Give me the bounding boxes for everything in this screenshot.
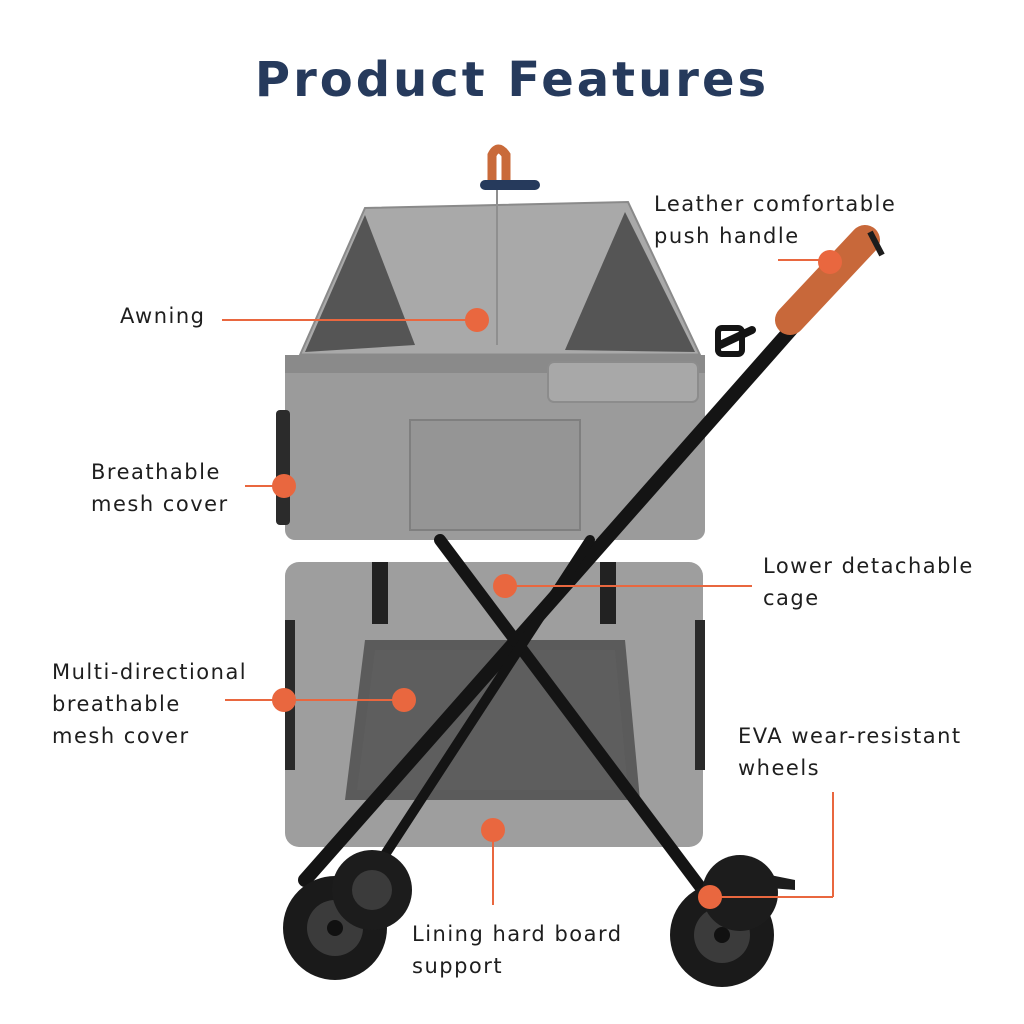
awning-marker-dot <box>465 308 489 332</box>
handle-marker-dot <box>818 250 842 274</box>
lining-marker-dot <box>481 818 505 842</box>
wheels-marker-dot <box>698 885 722 909</box>
wheels <box>283 850 795 987</box>
label-breathable-mesh: Breathable mesh cover <box>91 460 229 516</box>
label-push-handle: Leather comfortable push handle <box>654 192 897 248</box>
push-handle <box>775 225 885 335</box>
lower-cage <box>285 562 705 847</box>
multi-mesh-marker-dot-left <box>272 688 296 712</box>
stroller-frame <box>298 318 802 906</box>
label-lining: Lining hard board support <box>412 922 623 978</box>
label-lower-cage: Lower detachable cage <box>763 554 974 610</box>
page-title: Product Features <box>254 52 770 108</box>
mesh-marker-dot <box>272 474 296 498</box>
label-awning: Awning <box>120 304 206 328</box>
label-wheels: EVA wear-resistant wheels <box>738 724 962 780</box>
multi-mesh-marker-dot-right <box>392 688 416 712</box>
callout-markers <box>222 250 842 909</box>
awning-canopy <box>298 190 702 357</box>
cage-marker-dot <box>493 574 517 598</box>
label-multi-mesh: Multi-directional breathable mesh cover <box>52 660 248 748</box>
top-carry-handle <box>480 144 540 190</box>
upper-bassinet <box>276 355 705 540</box>
